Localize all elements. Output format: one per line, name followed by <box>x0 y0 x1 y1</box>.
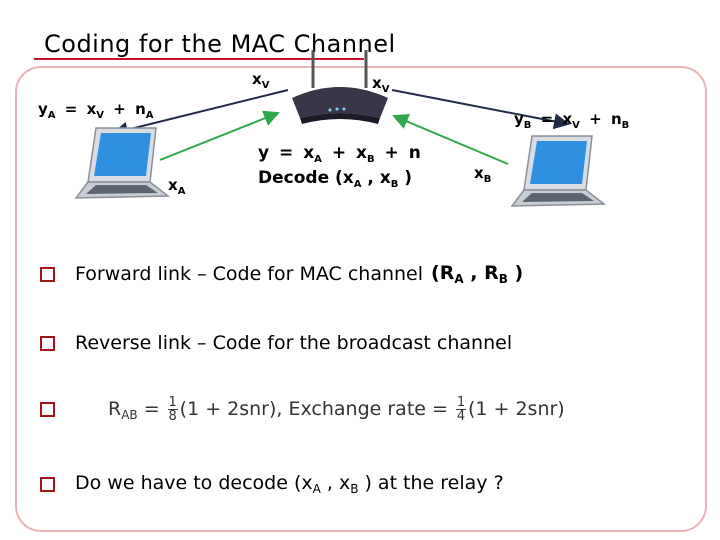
uplink-arrow-from-a <box>159 110 280 161</box>
bullet-rate <box>40 402 75 417</box>
laptop-b-icon <box>510 135 607 207</box>
bullet-text: Reverse link – Code for the broadcast ch… <box>75 332 513 354</box>
title-underline <box>34 58 364 60</box>
slide-title: Coding for the MAC Channel <box>44 30 396 58</box>
laptop-a-icon <box>74 127 171 199</box>
bullet-forward-link: Forward link – Code for MAC channel (RA … <box>40 262 523 286</box>
relay-decode-label: Decode (xA , xB ) <box>258 168 413 190</box>
uplink-arrow-from-b <box>392 114 509 165</box>
bullet-text: Forward link – Code for MAC channel <box>75 263 424 285</box>
relay-received-equation: y = xA + xB + n <box>258 143 421 165</box>
broadcast-arrow-to-a <box>112 89 289 138</box>
yb-equation: yB = xV + nB <box>514 110 630 131</box>
broadcast-arrow-to-b <box>391 89 570 130</box>
bullet-text: Do we have to decode (xA , xB ) at the r… <box>75 472 504 496</box>
xv-label-left: xV <box>252 70 270 91</box>
bullet-box-icon <box>40 335 55 351</box>
ya-equation: yA = xV + nA <box>38 100 154 121</box>
xv-label-right: xV <box>372 74 390 95</box>
bullet-reverse-link: Reverse link – Code for the broadcast ch… <box>40 332 512 354</box>
xb-label: xB <box>474 164 492 185</box>
bullet-math: (RA , RB ) <box>431 262 524 286</box>
bullet-decode-question: Do we have to decode (xA , xB ) at the r… <box>40 472 504 496</box>
bullet-box-icon <box>40 476 55 492</box>
bullet-box-icon <box>40 266 55 282</box>
bullet-box-icon <box>40 402 55 417</box>
relay-router-icon <box>292 50 388 124</box>
content-frame <box>15 66 707 532</box>
xa-label: xA <box>168 176 186 197</box>
